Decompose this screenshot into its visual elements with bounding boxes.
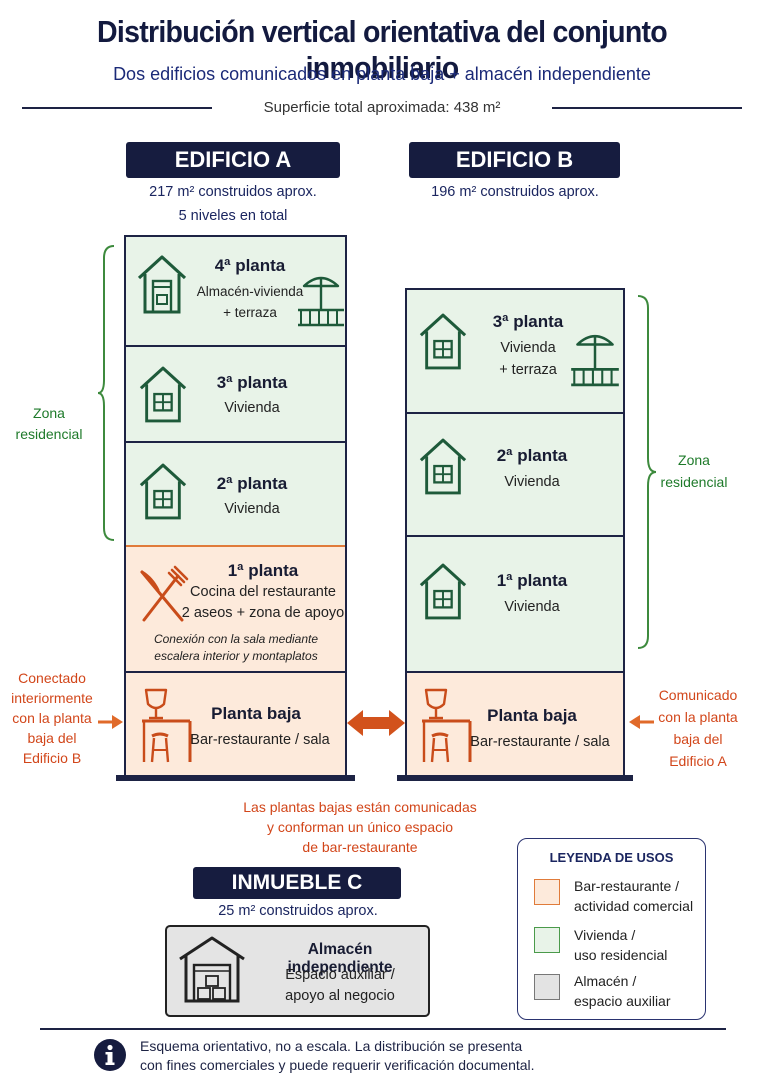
building-a-sep-1 bbox=[124, 671, 347, 673]
a-ground-title: Planta baja bbox=[211, 704, 301, 723]
building-a-levels: 5 niveles en total bbox=[178, 208, 288, 224]
a-f3-title: 3ª planta bbox=[216, 373, 288, 392]
zone-a-label-2: residencial bbox=[15, 426, 83, 442]
a-f4-title: 4ª planta bbox=[214, 256, 286, 275]
legend-item-residential-2: uso residencial bbox=[574, 947, 668, 963]
b-f3-title: 3ª planta bbox=[492, 312, 564, 331]
house-icon bbox=[139, 366, 187, 423]
building-b-sep-3 bbox=[405, 412, 625, 414]
building-c-line1: Espacio auxiliar / bbox=[285, 967, 395, 983]
building-b-frame bbox=[405, 288, 625, 777]
bar-wine-stool-icon bbox=[142, 688, 192, 763]
building-a-sep-2 bbox=[126, 545, 345, 547]
building-c-title: Almacén independiente bbox=[287, 941, 393, 976]
page-subtitle: Dos edificios comunicados en planta baja… bbox=[113, 64, 651, 84]
divider-left bbox=[22, 107, 212, 109]
a-f1-note2: escalera interior y montaplatos bbox=[154, 649, 318, 663]
ground-floors-note: Las plantas bajas están comunicadas y co… bbox=[243, 799, 477, 855]
building-c-label: INMUEBLE C bbox=[193, 867, 401, 899]
building-a-sep-4 bbox=[124, 345, 347, 347]
terrace-umbrella-icon bbox=[571, 334, 619, 387]
b-connection-note: Comunicado con la planta baja del Edific… bbox=[658, 687, 738, 769]
legend-swatch-residential bbox=[534, 927, 560, 953]
b-f3-line1: Vivienda bbox=[500, 340, 556, 356]
legend-item-storage-1: Almacén / bbox=[574, 973, 637, 989]
b-f3-line2: + terraza bbox=[499, 362, 557, 378]
building-a-frame bbox=[124, 235, 347, 777]
house-storage-icon bbox=[137, 255, 187, 314]
a-f1-line2: 2 aseos + zona de apoyo bbox=[181, 605, 345, 621]
a-f1-line1: Cocina del restaurante bbox=[190, 584, 336, 600]
a-f1-note1: Conexión con la sala mediante bbox=[153, 632, 319, 646]
zone-bracket-a bbox=[97, 245, 115, 541]
legend-item-storage-2: espacio auxiliar bbox=[574, 993, 671, 1009]
total-surface: Superficie total aproximada: 438 m² bbox=[263, 99, 501, 116]
terrace-umbrella-icon bbox=[298, 276, 344, 327]
a-connection-note: Conectado interiormente con la planta ba… bbox=[11, 670, 93, 766]
footer-note: Esquema orientativo, no a escala. La dis… bbox=[140, 1038, 535, 1073]
a-ground-line1: Bar-restaurante / sala bbox=[190, 732, 330, 748]
building-b-sep-1 bbox=[405, 671, 625, 673]
house-icon bbox=[419, 438, 467, 495]
info-icon bbox=[94, 1039, 126, 1071]
building-c-area: 25 m² construidos aprox. bbox=[218, 903, 378, 919]
building-b-label: EDIFICIO B bbox=[409, 142, 620, 178]
legend-swatch-commercial bbox=[534, 879, 560, 905]
building-b-base bbox=[397, 775, 633, 781]
legend-title: LEYENDA DE USOS bbox=[549, 850, 674, 865]
a-f2-line1: Vivienda bbox=[224, 501, 280, 517]
divider-right bbox=[552, 107, 742, 109]
building-b-sep-2 bbox=[405, 535, 625, 537]
building-a-commercial-fill bbox=[125, 546, 346, 776]
house-icon bbox=[419, 313, 467, 370]
b-f1-title: 1ª planta bbox=[496, 571, 568, 590]
zone-bracket-b bbox=[637, 295, 657, 649]
a-f4-line1: Almacén-vivienda bbox=[196, 284, 304, 299]
bar-wine-stool-icon bbox=[422, 688, 472, 763]
b-ground-line1: Bar-restaurante / sala bbox=[470, 734, 610, 750]
knife-fork-icon bbox=[140, 565, 189, 622]
a-f1-title: 1ª planta bbox=[227, 561, 299, 580]
zone-b-label-2: residencial bbox=[660, 474, 728, 490]
building-a-area: 217 m² construidos aprox. bbox=[149, 184, 317, 200]
legend-item-residential-1: Vivienda / bbox=[574, 927, 636, 943]
b-ground-title: Planta baja bbox=[487, 706, 577, 725]
double-arrow-icon bbox=[347, 710, 405, 736]
a-f2-title: 2ª planta bbox=[216, 474, 288, 493]
footer-divider bbox=[40, 1028, 726, 1030]
zone-b-label-1: Zona bbox=[678, 452, 710, 468]
arrow-right-icon bbox=[98, 715, 123, 729]
legend-item-commercial-2: actividad comercial bbox=[574, 898, 694, 914]
house-icon bbox=[139, 463, 187, 520]
legend bbox=[517, 838, 706, 1020]
arrow-left-icon bbox=[629, 715, 654, 729]
legend-swatch-storage bbox=[534, 974, 560, 1000]
house-icon bbox=[419, 563, 467, 620]
b-f1-line1: Vivienda bbox=[504, 599, 560, 615]
zone-a-label-1: Zona bbox=[33, 405, 65, 421]
a-f4-line2: + terraza bbox=[223, 305, 277, 320]
warehouse-icon bbox=[179, 936, 245, 1003]
legend-item-commercial-1: Bar-restaurante / bbox=[574, 878, 680, 894]
building-a-base bbox=[116, 775, 355, 781]
building-b-area: 196 m² construidos aprox. bbox=[431, 184, 599, 200]
a-f3-line1: Vivienda bbox=[224, 400, 280, 416]
page-title: Distribución vertical orientativa del co… bbox=[97, 14, 668, 85]
b-f2-line1: Vivienda bbox=[504, 474, 560, 490]
building-a-label: EDIFICIO A bbox=[126, 142, 340, 178]
b-f2-title: 2ª planta bbox=[496, 446, 568, 465]
building-a-sep-3 bbox=[124, 441, 347, 443]
building-c-line2: apoyo al negocio bbox=[285, 988, 395, 1004]
